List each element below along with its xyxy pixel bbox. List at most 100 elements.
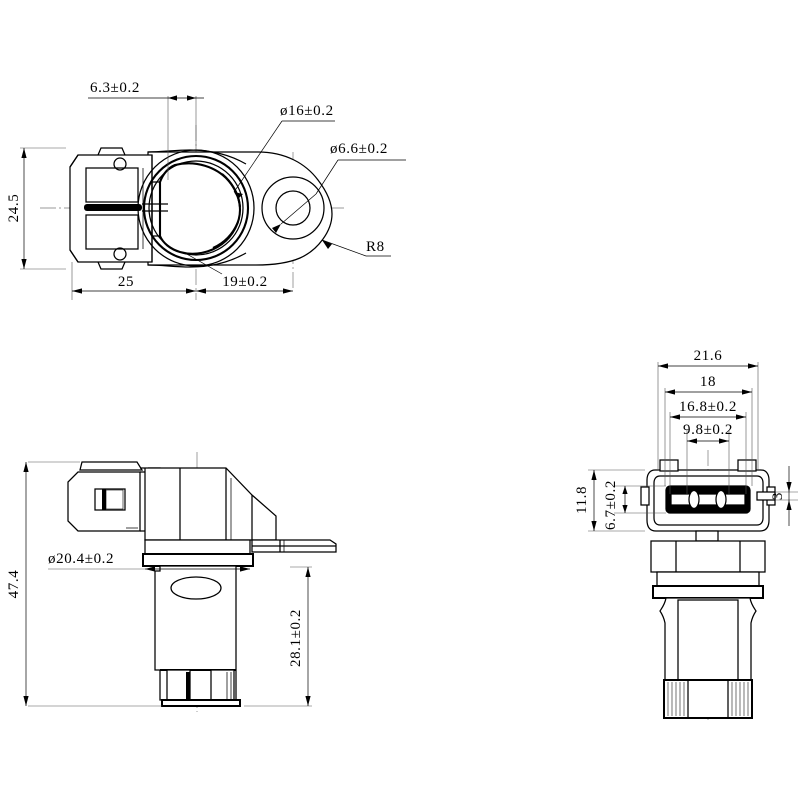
arrow-21-6-right (748, 363, 758, 369)
front-view-key-right (756, 491, 776, 501)
front-view-terminal-cavity-outline (665, 485, 751, 514)
top-view-group: 6.3±0.2 ø16±0.2 ø6.6±0.2 (6, 80, 406, 300)
dimension-label-9-8: 9.8±0.2 (683, 422, 733, 438)
dimension-28-1: 28.1±0.2 (244, 566, 312, 707)
dimension-label-25: 25 (118, 274, 134, 290)
front-view-post-left (659, 459, 679, 472)
leader-dia6-6 (280, 193, 317, 225)
arrow-19-right (283, 288, 293, 294)
arrow-16-8-right (736, 414, 746, 420)
dimension-label-dia16: ø16±0.2 (280, 103, 334, 119)
arrow-28-1-bottom (305, 696, 311, 706)
arrow-24-5-bottom (21, 259, 27, 269)
top-view-boss-blend-top (147, 149, 247, 165)
top-view-boss-blend-bottom (147, 252, 247, 268)
side-view-leg-left-shade (186, 672, 190, 702)
front-view-knurl-hatching (667, 682, 749, 716)
front-view-housing-body (650, 540, 766, 573)
top-view-connector-pin-circle-bottom (113, 247, 127, 261)
front-view-shroud-inner (653, 475, 764, 526)
dimension-label-28-1: 28.1±0.2 (288, 609, 304, 667)
dimension-label-11-8: 11.8 (574, 486, 590, 514)
front-view-lower-body (659, 597, 757, 681)
arrow-28-1-top (305, 567, 311, 577)
arrow-6-7-bottom (622, 505, 628, 513)
dimension-16-8: 16.8±0.2 (669, 399, 747, 494)
dimension-3: 3 (770, 466, 798, 526)
front-view-collar-flange (652, 585, 764, 599)
arrow-9-8-left (687, 438, 697, 444)
top-view-connector-tab-top (97, 147, 126, 156)
arrow-dia20-4-left (145, 566, 155, 572)
dimension-25: 25 (71, 262, 196, 300)
dimension-9-8: 9.8±0.2 (683, 422, 733, 494)
arrow-18-left (665, 389, 675, 395)
side-view-body-oval-window (170, 576, 222, 600)
dimension-6-3: 6.3±0.2 (88, 80, 204, 180)
arrow-47-4-bottom (23, 696, 29, 706)
arrow-16-8-left (670, 414, 680, 420)
top-view-connector-chamfer-top (69, 154, 79, 168)
arrow-dia20-4-right (240, 566, 250, 572)
front-view-terminal-gap-2 (715, 489, 727, 510)
front-view-terminal-2 (697, 493, 719, 506)
front-view-bottom-key (695, 530, 719, 542)
front-view-post-right (737, 459, 757, 472)
arrow-3-bottom (786, 500, 792, 510)
side-view-group: 47.4 ø20.4±0.2 28.1±0.2 (6, 452, 337, 712)
side-view-housing-outline (140, 467, 277, 541)
top-view-connector-chamfer-bottom (69, 249, 79, 263)
front-view-collar-upper (656, 571, 760, 587)
arrow-6-7-top (622, 486, 628, 494)
top-view-connector-tab-bottom (97, 261, 126, 270)
arrow-19-left (196, 288, 206, 294)
leader-r8 (321, 239, 367, 257)
side-view-connector-upper-cap (79, 461, 144, 471)
dimension-label-47-4: 47.4 (6, 570, 22, 599)
dimension-6-7: 6.7±0.2 (603, 480, 666, 530)
arrow-3-top (786, 482, 792, 492)
dimension-24-5: 24.5 (6, 147, 66, 270)
arrow-25-left (72, 288, 82, 294)
dimension-47-4: 47.4 (6, 461, 162, 707)
dimension-label-dia6-6: ø6.6±0.2 (330, 141, 388, 157)
dimension-label-r8: R8 (366, 239, 385, 255)
leader-dia16 (233, 120, 283, 193)
dimension-label-24-5: 24.5 (6, 194, 22, 223)
side-view-leg-base (161, 699, 241, 707)
dimension-21-6: 21.6 (657, 348, 759, 470)
front-view-terminal-3 (724, 493, 746, 506)
top-view-bore-ring (148, 160, 244, 256)
front-view-latch-left (640, 486, 650, 506)
top-view-hole-boss-ring (261, 176, 325, 240)
side-view-leg-right (210, 669, 235, 703)
dimension-label-dia20-4: ø20.4±0.2 (48, 551, 114, 567)
dimension-label-21-6: 21.6 (694, 348, 723, 364)
top-view-boss-mid-ring (142, 154, 250, 262)
side-view-connector-window (94, 488, 126, 511)
arrow-9-8-right (719, 438, 729, 444)
top-view-connector-window-bottom (85, 214, 139, 250)
dimension-label-6-3: 6.3±0.2 (90, 80, 140, 96)
side-view-collar-upper (144, 539, 251, 555)
leader-dia6-6-b (315, 159, 339, 195)
arrow-6-3-left (168, 95, 177, 101)
arrow-r8 (322, 240, 332, 249)
arrow-25-right (186, 288, 196, 294)
dimension-dia20-4: ø20.4±0.2 (48, 551, 250, 572)
top-view-pocket-accent-bottom (212, 221, 239, 249)
dimension-r8: R8 (321, 239, 391, 257)
arrow-47-4-top (23, 462, 29, 472)
arrow-6-3-right (187, 95, 196, 101)
top-view-pocket-accent-top (221, 173, 242, 208)
dimension-dia16: ø16±0.2 (184, 103, 335, 275)
arrow-11-8-bottom (591, 521, 597, 531)
dimension-label-16-8: 16.8±0.2 (679, 399, 737, 415)
arrow-24-5-top (21, 148, 27, 158)
dimension-label-3: 3 (770, 492, 786, 500)
leader-dia16-lower (184, 252, 223, 275)
top-view-connector-pin-circle-top (113, 157, 127, 171)
dimension-11-8: 11.8 (574, 469, 645, 532)
